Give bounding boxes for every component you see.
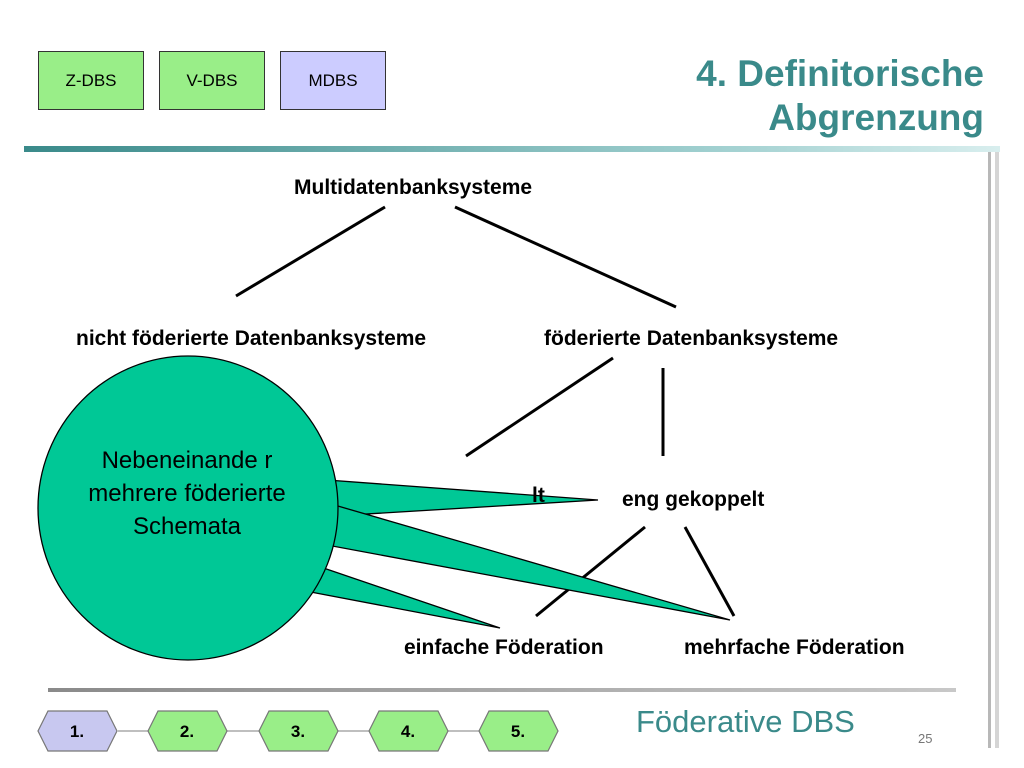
bottom-divider [48, 688, 956, 692]
slide-title: 4. Definitorische Abgrenzung [564, 52, 984, 140]
page-number: 25 [918, 731, 933, 746]
title-line-2: Abgrenzung [768, 97, 984, 138]
nav-steps[interactable]: 1. 2. 3. 4. 5. [37, 710, 559, 752]
nav-step-4[interactable] [368, 710, 449, 752]
footer-title: Föderative DBS [636, 704, 855, 739]
node-loose-partial: lt [532, 484, 545, 507]
nav-step-1[interactable] [37, 710, 118, 752]
node-root: Multidatenbanksysteme [294, 176, 533, 199]
edge-root-right [454, 205, 677, 309]
edge-root-left [235, 205, 386, 298]
nav-step-2[interactable] [147, 710, 228, 752]
node-tight: eng gekoppelt [622, 488, 765, 511]
tab-mdbs[interactable]: MDBS [280, 51, 386, 110]
nav-step-2-label: 2. [180, 722, 194, 741]
edge-federated-loose [465, 356, 614, 458]
nav-step-5-label: 5. [511, 722, 525, 741]
node-non-federated: nicht föderierte Datenbanksysteme [76, 327, 427, 350]
nav-step-4-label: 4. [401, 722, 415, 741]
callout-text: Nebeneinande r mehrere föderierte Schema… [88, 447, 286, 540]
nav-step-5[interactable] [478, 710, 559, 752]
top-divider [24, 146, 1000, 152]
nav-step-1-label: 1. [70, 722, 84, 741]
node-multiple-federation: mehrfache Föderation [684, 636, 905, 659]
nav-step-3-label: 3. [291, 722, 305, 741]
tab-z-dbs[interactable]: Z-DBS [38, 51, 144, 110]
node-simple-federation: einfache Föderation [404, 636, 604, 659]
edge-tight-multiple [683, 526, 736, 617]
tree-edges [235, 205, 736, 618]
edge-tight-simple [535, 525, 646, 618]
nav-step-3[interactable] [258, 710, 339, 752]
node-federated: föderierte Datenbanksysteme [544, 327, 839, 350]
title-line-1: 4. Definitorische [696, 53, 984, 94]
right-divider-outer [995, 152, 999, 748]
callout-bubble [37, 355, 339, 661]
right-divider [988, 152, 991, 748]
callout-shape [37, 355, 731, 661]
tab-v-dbs[interactable]: V-DBS [159, 51, 265, 110]
